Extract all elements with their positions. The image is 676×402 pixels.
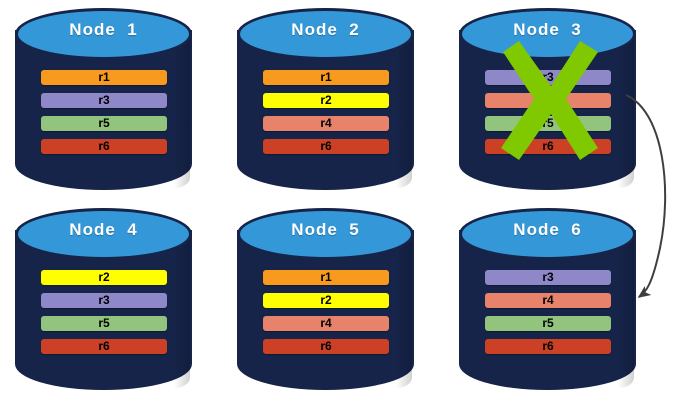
node-4[interactable]: r2 r3 r5 r6 Node 4 xyxy=(15,208,192,390)
replica-bar[interactable]: r4 xyxy=(485,93,611,108)
replica-bar[interactable]: r4 xyxy=(263,116,389,131)
replica-bar[interactable]: r5 xyxy=(41,316,167,331)
node-3-replica-list: r3 r4 r5 r6 xyxy=(485,70,611,154)
replica-bar[interactable]: r6 xyxy=(485,339,611,354)
node-5-label: Node 5 xyxy=(291,220,360,239)
replica-bar[interactable]: r1 xyxy=(263,270,389,285)
node-2-cylinder-top xyxy=(237,8,414,60)
node-2-replica-list: r1 r2 r4 r6 xyxy=(263,70,389,154)
replica-bar[interactable]: r6 xyxy=(263,139,389,154)
node-6-cylinder-top xyxy=(459,208,636,260)
node-1[interactable]: r1 r3 r5 r6 Node 1 xyxy=(15,8,192,190)
replica-bar[interactable]: r3 xyxy=(41,93,167,108)
replica-bar[interactable]: r3 xyxy=(485,70,611,85)
replica-bar[interactable]: r5 xyxy=(485,116,611,131)
node-4-cylinder-top xyxy=(15,208,192,260)
node-6[interactable]: r3 r4 r5 r6 Node 6 xyxy=(459,208,636,390)
replica-bar[interactable]: r1 xyxy=(41,70,167,85)
node-3[interactable]: r3 r4 r5 r6 Node 3 xyxy=(459,8,636,190)
node-4-replica-list: r2 r3 r5 r6 xyxy=(41,270,167,354)
replica-bar[interactable]: r3 xyxy=(41,293,167,308)
replica-bar[interactable]: r4 xyxy=(485,293,611,308)
replica-bar[interactable]: r6 xyxy=(41,139,167,154)
node-1-replica-list: r1 r3 r5 r6 xyxy=(41,70,167,154)
replica-bar[interactable]: r2 xyxy=(41,270,167,285)
replica-bar[interactable]: r1 xyxy=(263,70,389,85)
node-6-replica-list: r3 r4 r5 r6 xyxy=(485,270,611,354)
node-5-cylinder-body xyxy=(237,230,414,390)
node-1-cylinder-top xyxy=(15,8,192,60)
node-1-label: Node 1 xyxy=(69,20,138,39)
replica-bar[interactable]: r6 xyxy=(485,139,611,154)
node-5[interactable]: r1 r2 r4 r6 Node 5 xyxy=(237,208,414,390)
replica-bar[interactable]: r5 xyxy=(41,116,167,131)
replica-bar[interactable]: r6 xyxy=(263,339,389,354)
replica-bar[interactable]: r6 xyxy=(41,339,167,354)
node-4-label: Node 4 xyxy=(69,220,138,239)
replica-bar[interactable]: r4 xyxy=(263,316,389,331)
node-3-label: Node 3 xyxy=(513,20,582,39)
replica-bar[interactable]: r3 xyxy=(485,270,611,285)
replica-bar[interactable]: r5 xyxy=(485,316,611,331)
node-5-replica-list: r1 r2 r4 r6 xyxy=(263,270,389,354)
node-2[interactable]: r1 r2 r4 r6 Node 2 xyxy=(237,8,414,190)
node-6-label: Node 6 xyxy=(513,220,582,239)
replica-bar[interactable]: r2 xyxy=(263,93,389,108)
node-2-label: Node 2 xyxy=(291,20,360,39)
node-5-cylinder-top xyxy=(237,208,414,260)
replica-bar[interactable]: r2 xyxy=(263,293,389,308)
